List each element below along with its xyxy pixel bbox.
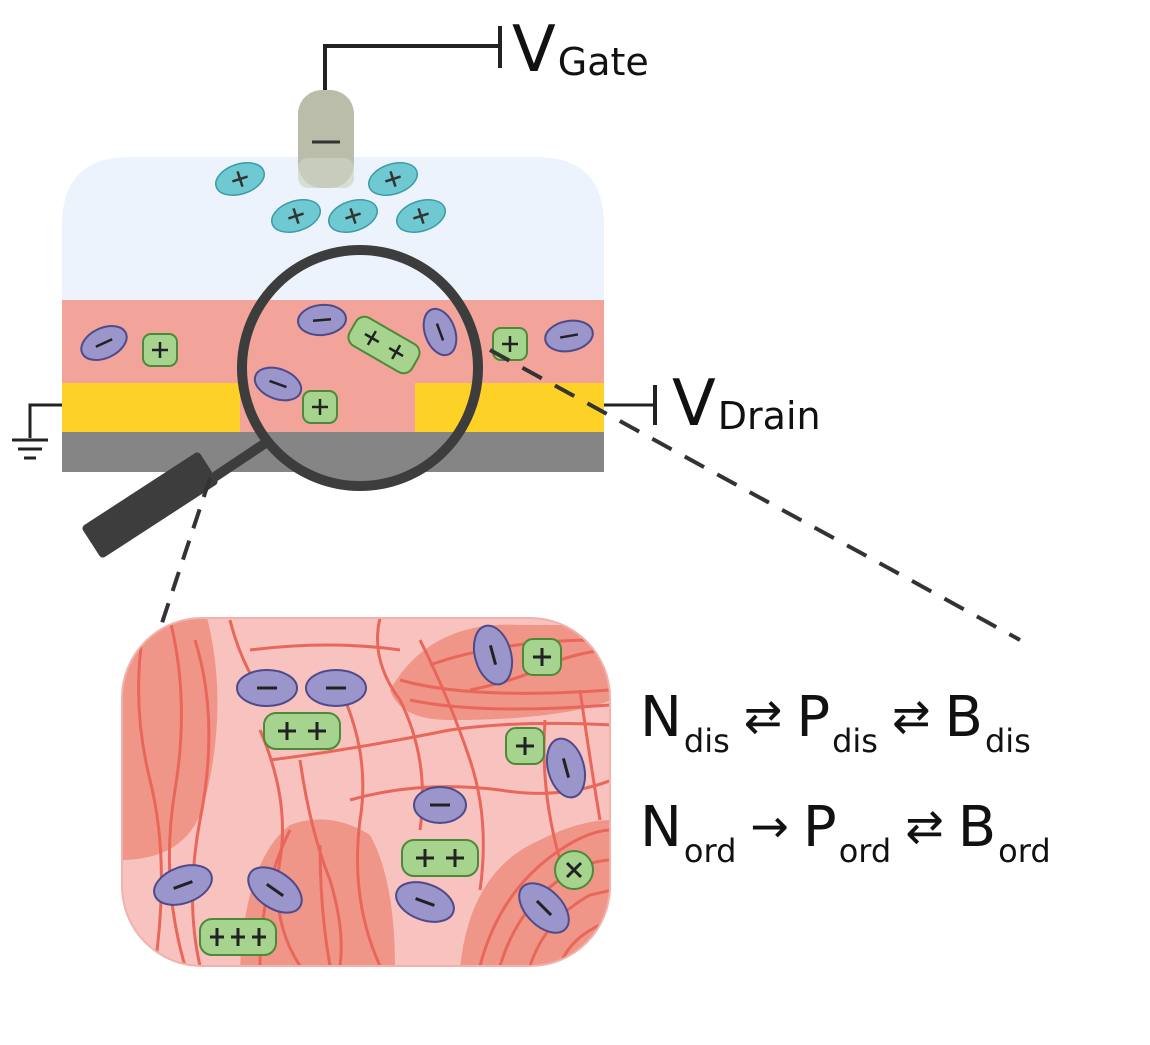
eq2-polaron: P xyxy=(802,795,837,860)
eq1-arrow-2: ⇄ xyxy=(891,689,931,743)
eq2-arrow-2: ⇄ xyxy=(905,799,944,853)
eq2-arrow-1: → xyxy=(750,799,789,853)
v-drain-sub: Drain xyxy=(717,393,821,438)
channel-ions xyxy=(80,319,594,367)
eq2-bipolaron-sub: ord xyxy=(998,832,1051,870)
v-drain-label: VDrain xyxy=(672,372,821,436)
magnifier-lens-ring xyxy=(237,245,483,491)
eq1-arrow-1: ⇄ xyxy=(743,689,783,743)
eq1-neutral-sub: dis xyxy=(683,722,730,760)
eq2-neutral-sub: ord xyxy=(683,832,737,870)
equilibrium-ordered: Nord→Pord⇄Bord xyxy=(640,799,1051,868)
zoom-panel-border xyxy=(121,617,611,967)
magnifier-neck xyxy=(207,435,273,485)
equilibrium-disordered: Ndis⇄Pdis⇄Bdis xyxy=(640,689,1031,758)
zoom-line-right xyxy=(489,348,1021,642)
gate-wire xyxy=(323,44,500,100)
eq1-polaron: P xyxy=(796,685,831,750)
eq2-polaron-sub: ord xyxy=(838,832,892,870)
v-gate-main: V xyxy=(512,13,556,87)
eq2-neutral: N xyxy=(640,795,682,860)
ground-icon xyxy=(12,403,62,460)
eq1-neutral: N xyxy=(640,685,682,750)
eq1-bipolaron: B xyxy=(944,685,983,750)
v-drain-main: V xyxy=(672,367,716,441)
zoom-line-left xyxy=(155,477,212,639)
v-gate-label: VGate xyxy=(512,18,649,82)
v-gate-sub: Gate xyxy=(557,39,649,84)
eq1-polaron-sub: dis xyxy=(832,722,878,760)
eq1-bipolaron-sub: dis xyxy=(984,722,1031,760)
eq2-bipolaron: B xyxy=(957,795,997,860)
magnifier-view xyxy=(242,250,478,486)
source-electrode xyxy=(62,383,240,432)
magnifier-handle-icon xyxy=(82,452,218,558)
electrolyte-cations xyxy=(215,162,446,233)
gate-electrode-lower xyxy=(298,158,354,188)
morphology-zoom-panel xyxy=(122,618,610,966)
